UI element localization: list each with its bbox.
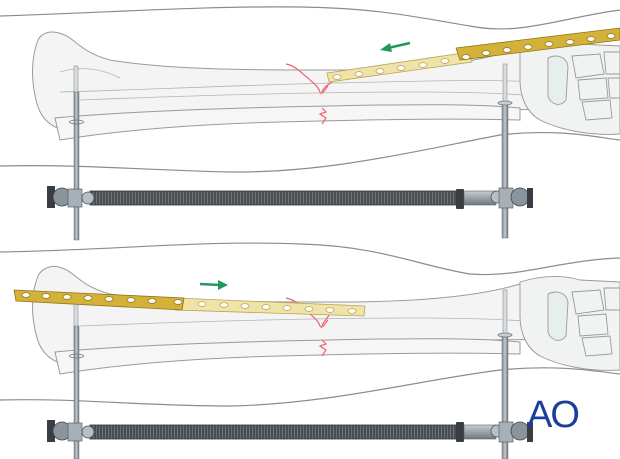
plate-bottom xyxy=(13,289,366,317)
foot-bones xyxy=(519,275,620,371)
plate-exposed-part xyxy=(13,289,185,311)
fibula xyxy=(54,338,521,375)
plate-exposed-part xyxy=(455,27,620,61)
external-fixator-bottom xyxy=(47,420,533,443)
fracture-lines-top xyxy=(285,63,333,125)
panel-top xyxy=(0,6,620,241)
skin-outline-top xyxy=(0,6,620,30)
threaded-rod xyxy=(89,424,459,440)
threaded-rod xyxy=(89,190,459,206)
half-pin-proximal-top xyxy=(69,65,84,241)
arrow-left-icon xyxy=(380,41,411,52)
skin-outline-bottom xyxy=(0,367,620,407)
half-pin-distal-bottom xyxy=(497,289,513,459)
foot-bones xyxy=(519,39,620,135)
skin-outline-bottom xyxy=(0,131,620,173)
skin-outline-top xyxy=(0,242,620,276)
arrow-right-icon xyxy=(199,280,228,290)
fibula xyxy=(54,104,521,141)
half-pin-proximal-bottom xyxy=(69,299,84,459)
panel-bottom xyxy=(0,242,620,459)
ao-logo: AO xyxy=(527,394,580,436)
half-pin-distal-top xyxy=(497,63,513,239)
external-fixator-top xyxy=(47,186,533,209)
plate-top xyxy=(326,27,620,83)
